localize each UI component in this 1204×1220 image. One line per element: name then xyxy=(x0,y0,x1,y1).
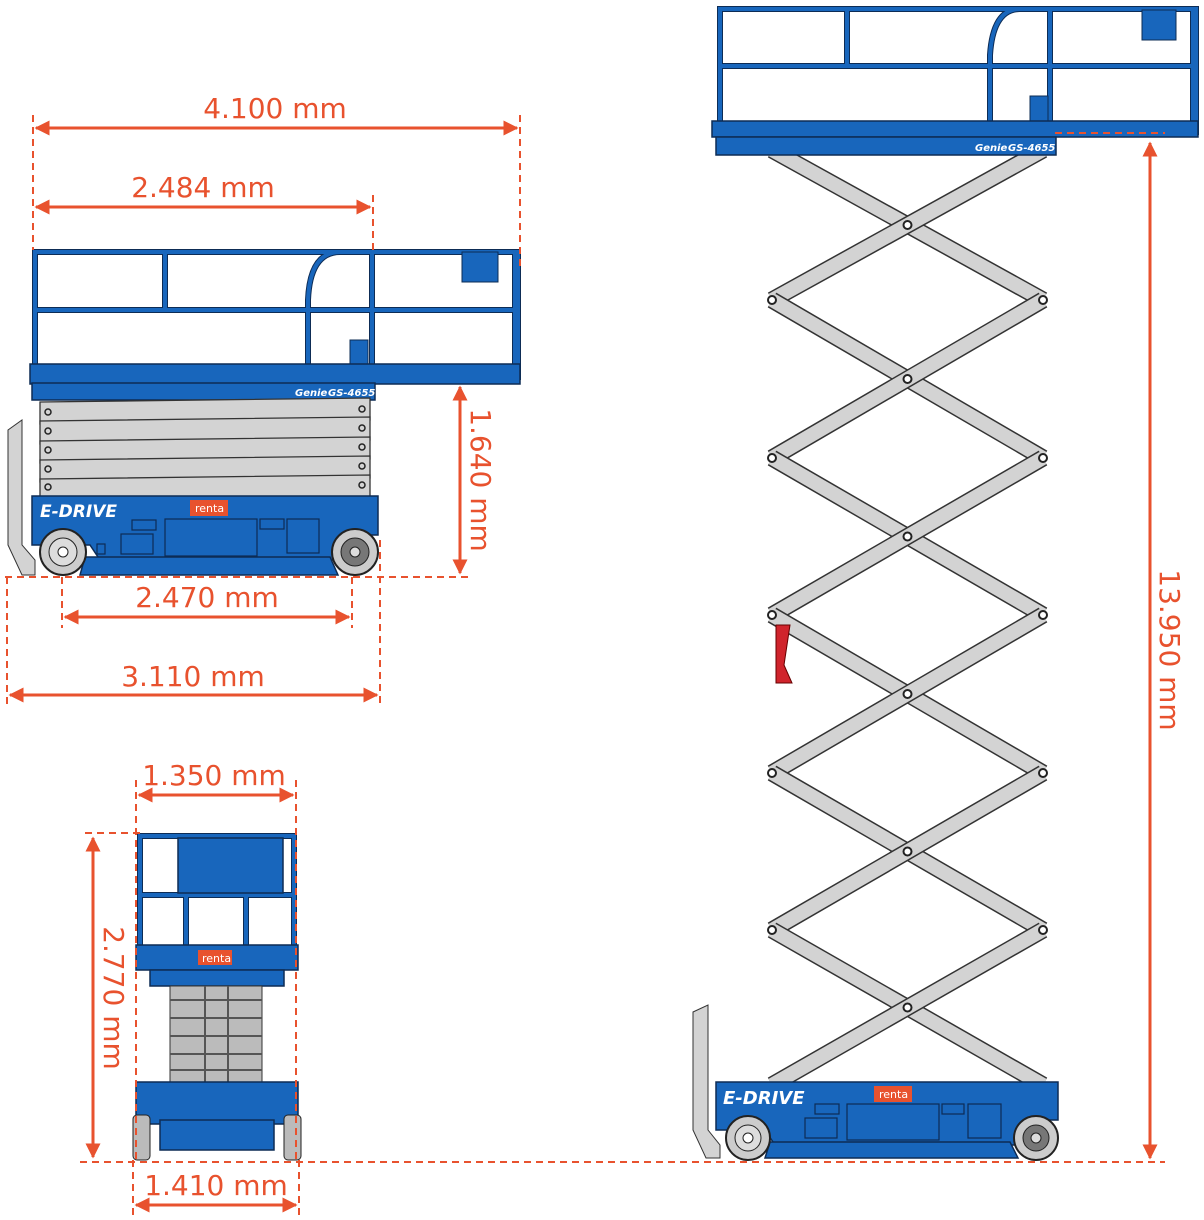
scissor-center-pivot xyxy=(902,374,913,384)
raised-rear-wheel xyxy=(725,1115,771,1161)
side-view-dimensions: 4.100 mm 2.484 mm 1.640 mm 2.470 mm 3.11… xyxy=(5,92,521,705)
front-renta-label: renta xyxy=(202,952,231,965)
front-wheel xyxy=(331,528,379,576)
scissor-center-pivot xyxy=(902,846,913,857)
side-view-stowed: Genie GS-4655 E-DRIVE renta xyxy=(7,249,521,576)
raised-front-wheel xyxy=(1013,1115,1059,1161)
scissor-end-pivot xyxy=(767,925,777,935)
dim-wheelbase: 2.470 mm xyxy=(135,581,279,614)
scissor-center-pivot xyxy=(902,1002,913,1013)
drive-label: E-DRIVE xyxy=(40,502,117,522)
front-renta-badge xyxy=(198,950,232,965)
dim-stowed-height: 1.640 mm xyxy=(464,408,497,552)
scissor-end-pivot xyxy=(767,768,777,778)
raised-chassis: E-DRIVE renta xyxy=(715,1081,1059,1159)
scissor-center-pivot xyxy=(902,531,913,542)
raised-model-label: GS-4655 xyxy=(1008,143,1055,154)
rear-wheel xyxy=(39,528,87,576)
dim-platform-length: 2.484 mm xyxy=(131,171,275,204)
raised-renta-badge xyxy=(874,1086,912,1102)
dim-max-height: 13.950 mm xyxy=(1153,569,1186,730)
rear-guard-bracket xyxy=(7,419,36,576)
dim-base-length: 3.110 mm xyxy=(121,660,265,693)
scissor-center-pivot xyxy=(902,689,913,699)
scissor-center-pivot xyxy=(902,220,913,230)
scissor-end-pivot xyxy=(767,453,777,463)
stowed-scissor-stack xyxy=(39,397,371,498)
extended-scissors xyxy=(767,142,1048,1093)
raised-rear-guard-bracket xyxy=(692,1004,721,1159)
manufacturer-label: Genie xyxy=(295,388,328,399)
scissor-end-pivot xyxy=(767,610,777,620)
raised-view-dimensions: 13.950 mm xyxy=(1055,132,1186,1160)
renta-label: renta xyxy=(195,502,224,515)
front-scissor-stack xyxy=(169,985,263,1083)
renta-badge xyxy=(190,500,228,516)
model-label: GS-4655 xyxy=(328,388,375,399)
dim-platform-width: 1.350 mm xyxy=(142,759,286,792)
platform-deck xyxy=(29,363,521,385)
raised-drive-label: E-DRIVE xyxy=(723,1088,805,1109)
dim-total-length: 4.100 mm xyxy=(203,92,347,125)
scissor-end-pivot xyxy=(1038,925,1048,935)
raised-view: Genie GS-4655 E-DRIVE renta xyxy=(692,6,1199,1161)
front-left-wheel xyxy=(132,1114,151,1161)
dim-front-height: 2.770 mm xyxy=(97,926,130,1070)
raised-platform-strip xyxy=(715,136,1057,156)
scissor-end-pivot xyxy=(1038,453,1048,463)
front-chassis xyxy=(135,1081,299,1125)
raised-manufacturer-label: Genie xyxy=(975,143,1008,154)
raised-platform-deck xyxy=(711,120,1199,138)
raised-guard-rails xyxy=(717,6,1199,135)
raised-renta-label: renta xyxy=(879,1088,908,1101)
front-view-dimensions: 1.350 mm 2.770 mm 1.410 mm xyxy=(80,759,1165,1215)
scissor-end-pivot xyxy=(767,295,777,305)
chassis: E-DRIVE renta xyxy=(31,495,379,576)
outrigger-red-bracket xyxy=(775,624,793,684)
scissor-end-pivot xyxy=(1038,610,1048,620)
front-right-wheel xyxy=(283,1114,302,1161)
guard-rails xyxy=(32,249,521,380)
dim-base-width: 1.410 mm xyxy=(144,1169,288,1202)
scissor-end-pivot xyxy=(1038,295,1048,305)
front-view: renta xyxy=(132,833,302,1161)
scissor-end-pivot xyxy=(1038,768,1048,778)
control-box xyxy=(461,251,499,283)
